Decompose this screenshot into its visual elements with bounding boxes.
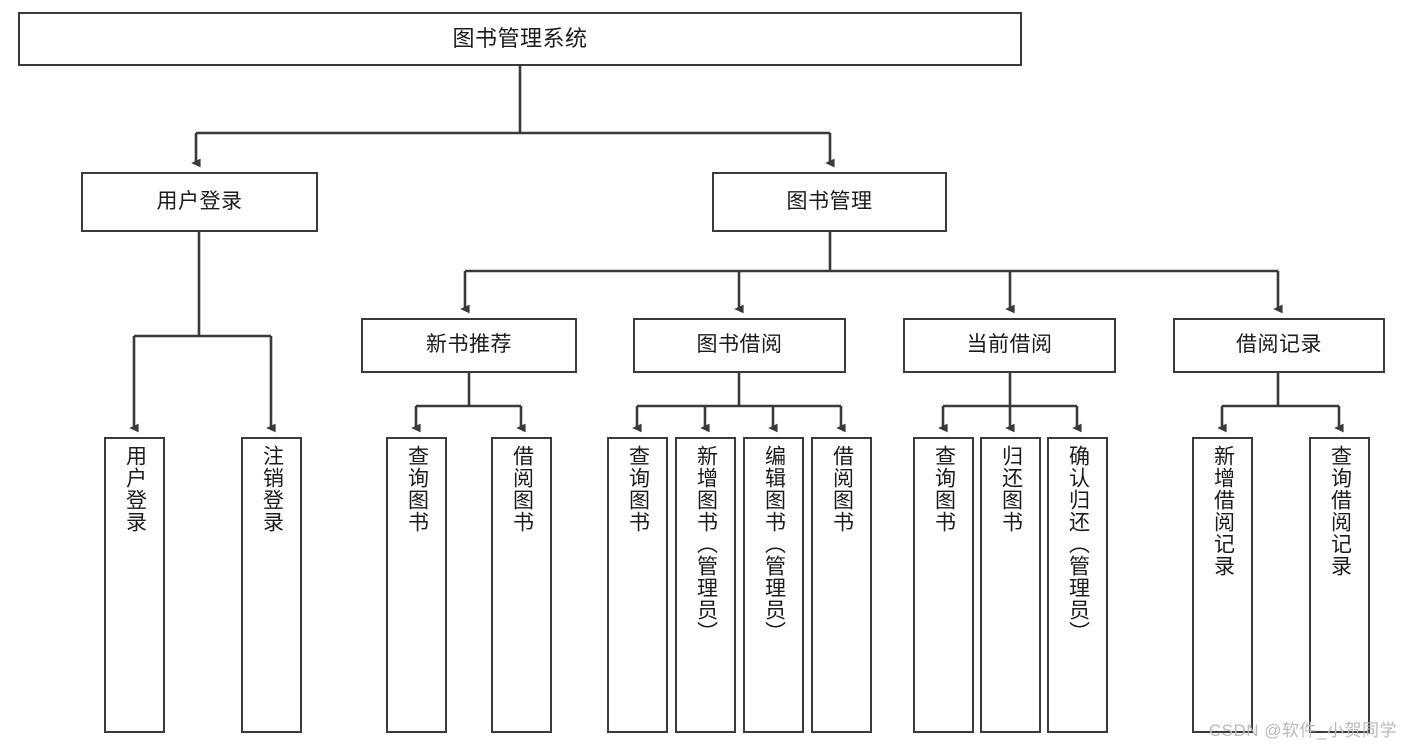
node-book-management[interactable]: 图书管理: [712, 172, 947, 232]
node-label: 确认归还（管理员）: [1066, 445, 1090, 643]
node-label: 借阅记录: [1236, 333, 1322, 357]
node-label: 查询图书: [932, 445, 956, 533]
node-label: 借阅图书: [830, 445, 854, 533]
node-label: 借阅图书: [510, 445, 534, 533]
leaf-current-borrow-query-book[interactable]: 查询图书: [913, 437, 974, 733]
node-root-book-management-system[interactable]: 图书管理系统: [18, 12, 1022, 66]
node-label: 注销登录: [260, 445, 284, 533]
node-label: 新增借阅记录: [1211, 445, 1235, 577]
node-label: 归还图书: [999, 445, 1023, 533]
node-label: 当前借阅: [966, 333, 1053, 357]
leaf-borrow-record-query-record[interactable]: 查询借阅记录: [1309, 437, 1370, 733]
node-label: 新书推荐: [426, 333, 512, 357]
node-user-login[interactable]: 用户登录: [81, 172, 318, 232]
node-label: 查询图书: [405, 445, 429, 533]
leaf-borrow-record-add-record[interactable]: 新增借阅记录: [1192, 437, 1253, 733]
node-new-book-recommend[interactable]: 新书推荐: [361, 318, 577, 373]
leaf-book-borrow-query-book[interactable]: 查询图书: [607, 437, 668, 733]
leaf-book-borrow-borrow-book[interactable]: 借阅图书: [811, 437, 872, 733]
node-label: 查询借阅记录: [1328, 445, 1352, 577]
node-label: 编辑图书（管理员）: [762, 445, 786, 643]
leaf-current-borrow-confirm-return-admin[interactable]: 确认归还（管理员）: [1047, 437, 1108, 733]
csdn-watermark: CSDN @软件_小贺同学: [1208, 721, 1397, 740]
leaf-user-login-login[interactable]: 用户登录: [104, 437, 165, 733]
leaf-new-book-borrow-book[interactable]: 借阅图书: [491, 437, 552, 733]
node-borrow-record[interactable]: 借阅记录: [1173, 318, 1385, 373]
node-label: 用户登录: [123, 445, 147, 533]
node-label: 新增图书（管理员）: [694, 445, 718, 643]
node-label: 图书管理系统: [452, 26, 588, 52]
leaf-book-borrow-add-book-admin[interactable]: 新增图书（管理员）: [675, 437, 736, 733]
leaf-current-borrow-return-book[interactable]: 归还图书: [980, 437, 1041, 733]
node-label: 用户登录: [156, 189, 243, 213]
node-label: 图书管理: [786, 189, 873, 213]
leaf-book-borrow-edit-book-admin[interactable]: 编辑图书（管理员）: [743, 437, 804, 733]
node-label: 查询图书: [626, 445, 650, 533]
node-label: 图书借阅: [696, 333, 783, 357]
node-book-borrow[interactable]: 图书借阅: [633, 318, 846, 373]
node-current-borrow[interactable]: 当前借阅: [903, 318, 1116, 373]
leaf-new-book-query-book[interactable]: 查询图书: [386, 437, 447, 733]
leaf-user-login-logout[interactable]: 注销登录: [241, 437, 302, 733]
